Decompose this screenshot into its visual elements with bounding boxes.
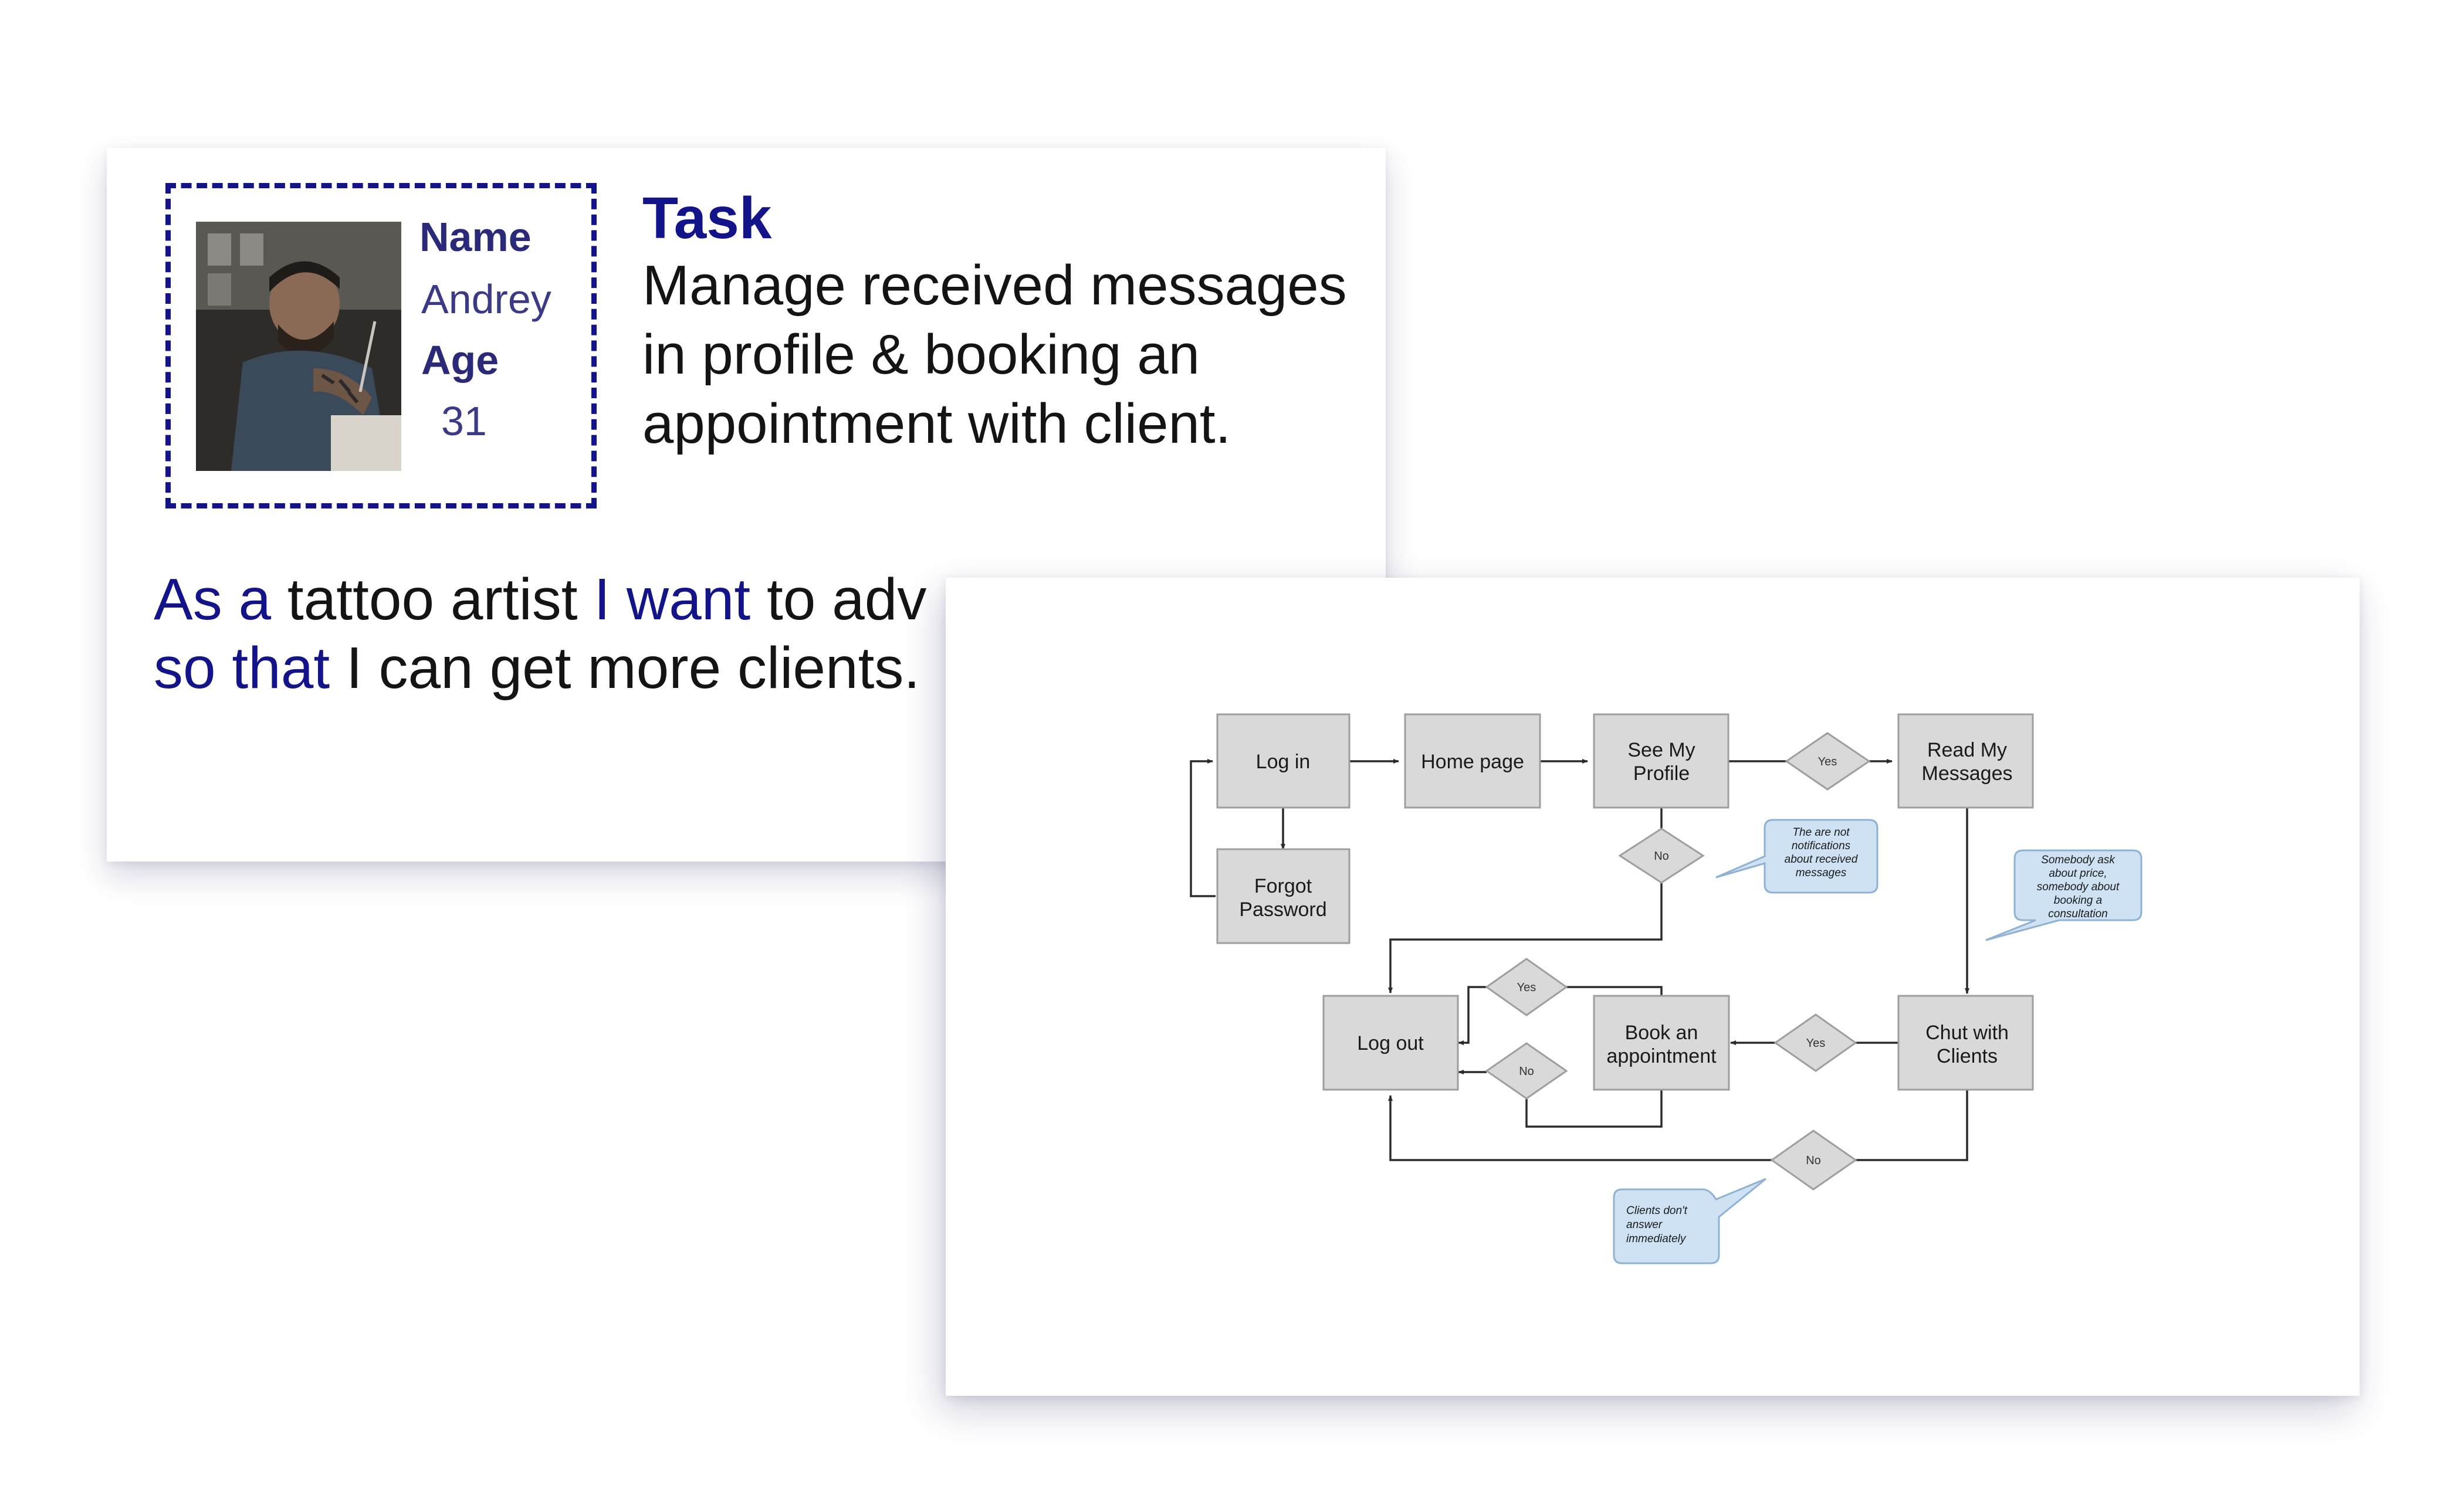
name-value: Andrey [421, 276, 551, 322]
task-line-3: appointment with client. [642, 392, 1231, 455]
task-line-1: Manage received messages [642, 254, 1347, 317]
user-story-line-1: As a tattoo artist I want to adv [154, 566, 926, 633]
task-title: Task [642, 185, 772, 251]
story-benefit: I can get more clients. [330, 635, 920, 701]
story-as-a: As a [154, 567, 272, 632]
flowchart-card [946, 578, 2360, 1396]
story-role: tattoo artist [271, 567, 594, 632]
user-story-line-2: so that I can get more clients. [154, 635, 920, 702]
persona-box [165, 183, 597, 508]
age-value: 31 [441, 398, 487, 444]
tattoo-artist-photo-icon [196, 222, 401, 471]
age-label: Age [421, 337, 499, 383]
story-so-that: so that [154, 635, 330, 701]
story-goal: to adv [750, 567, 927, 632]
persona-photo [196, 222, 401, 471]
name-label: Name [419, 214, 532, 260]
task-line-2: in profile & booking an [642, 323, 1200, 386]
story-i-want: I want [594, 567, 751, 632]
